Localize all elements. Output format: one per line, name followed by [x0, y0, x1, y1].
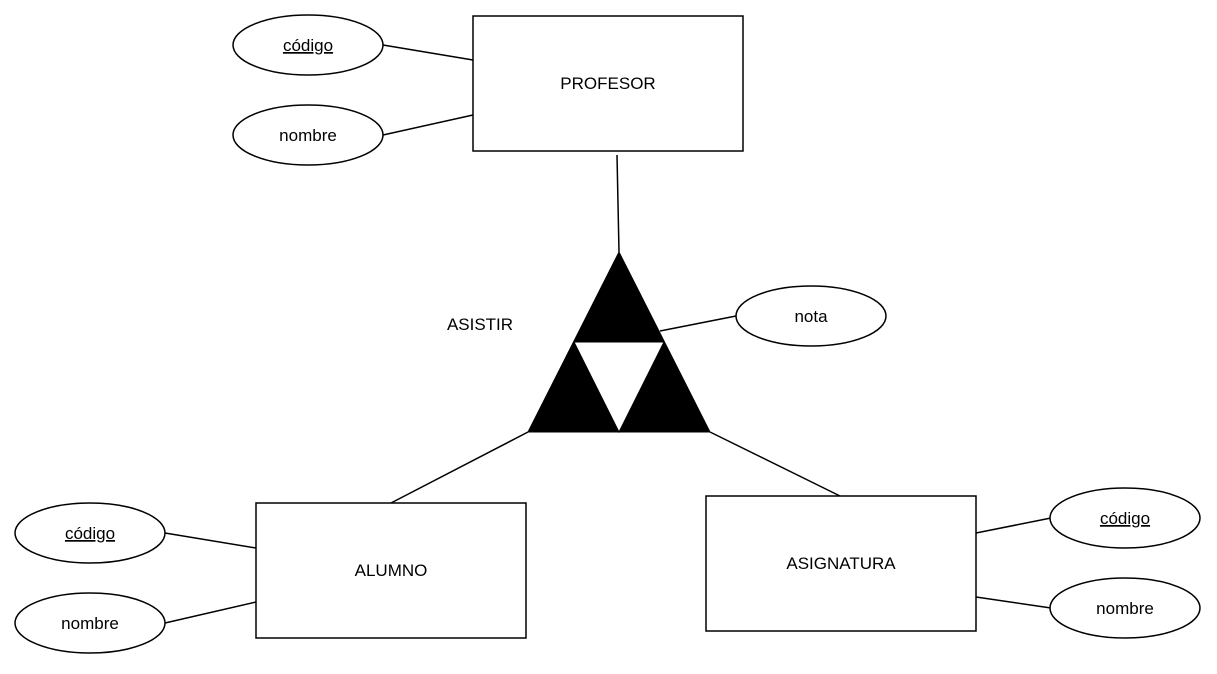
link-asistir-nota [659, 315, 737, 332]
attribute-asignatura-codigo[interactable]: código [1049, 487, 1201, 549]
entity-alumno-box [255, 502, 527, 639]
link-alumno-codigo [164, 532, 257, 549]
attribute-alumno-nombre[interactable]: nombre [14, 592, 166, 654]
link-asistir-alumno [390, 431, 529, 504]
attribute-asignatura-nombre[interactable]: nombre [1049, 577, 1201, 639]
attribute-ellipse [14, 592, 166, 654]
attribute-profesor-nombre[interactable]: nombre [232, 104, 384, 166]
link-profesor-nombre [382, 114, 474, 136]
entity-asignatura[interactable]: ASIGNATURA [705, 495, 977, 632]
relationship-asistir-label: ASISTIR [447, 315, 513, 334]
attribute-label: nombre [279, 126, 337, 145]
entity-profesor-box [472, 15, 744, 152]
attribute-label-key: código [283, 36, 333, 55]
link-asignatura-nombre [975, 596, 1052, 609]
link-asignatura-codigo [975, 517, 1052, 534]
entity-profesor-label: PROFESOR [560, 74, 655, 93]
attribute-label-key: código [65, 524, 115, 543]
entity-alumno-label: ALUMNO [355, 561, 428, 580]
attribute-label: nota [794, 307, 828, 326]
entity-asignatura-label: ASIGNATURA [786, 554, 896, 573]
attribute-ellipse [232, 14, 384, 76]
link-profesor-asistir [616, 154, 620, 253]
relationship-asistir[interactable] [527, 250, 711, 434]
entity-asignatura-box [705, 495, 977, 632]
attribute-ellipse [735, 285, 887, 347]
attribute-ellipse [14, 502, 166, 564]
entity-alumno[interactable]: ALUMNO [255, 502, 527, 639]
entity-profesor[interactable]: PROFESOR [472, 15, 744, 152]
link-profesor-codigo [382, 44, 474, 61]
link-alumno-nombre [164, 601, 257, 624]
link-asistir-asignatura [709, 431, 841, 497]
attribute-label: nombre [1096, 599, 1154, 618]
attribute-ellipse [1049, 487, 1201, 549]
attribute-label: nombre [61, 614, 119, 633]
attribute-ellipse [232, 104, 384, 166]
attribute-profesor-codigo[interactable]: código [232, 14, 384, 76]
attribute-ellipse [1049, 577, 1201, 639]
connectors [164, 44, 1052, 624]
attribute-label-key: código [1100, 509, 1150, 528]
relationship-asistir-inner-triangle [573, 341, 665, 434]
attribute-asistir-nota[interactable]: nota [735, 285, 887, 347]
attribute-alumno-codigo[interactable]: código [14, 502, 166, 564]
